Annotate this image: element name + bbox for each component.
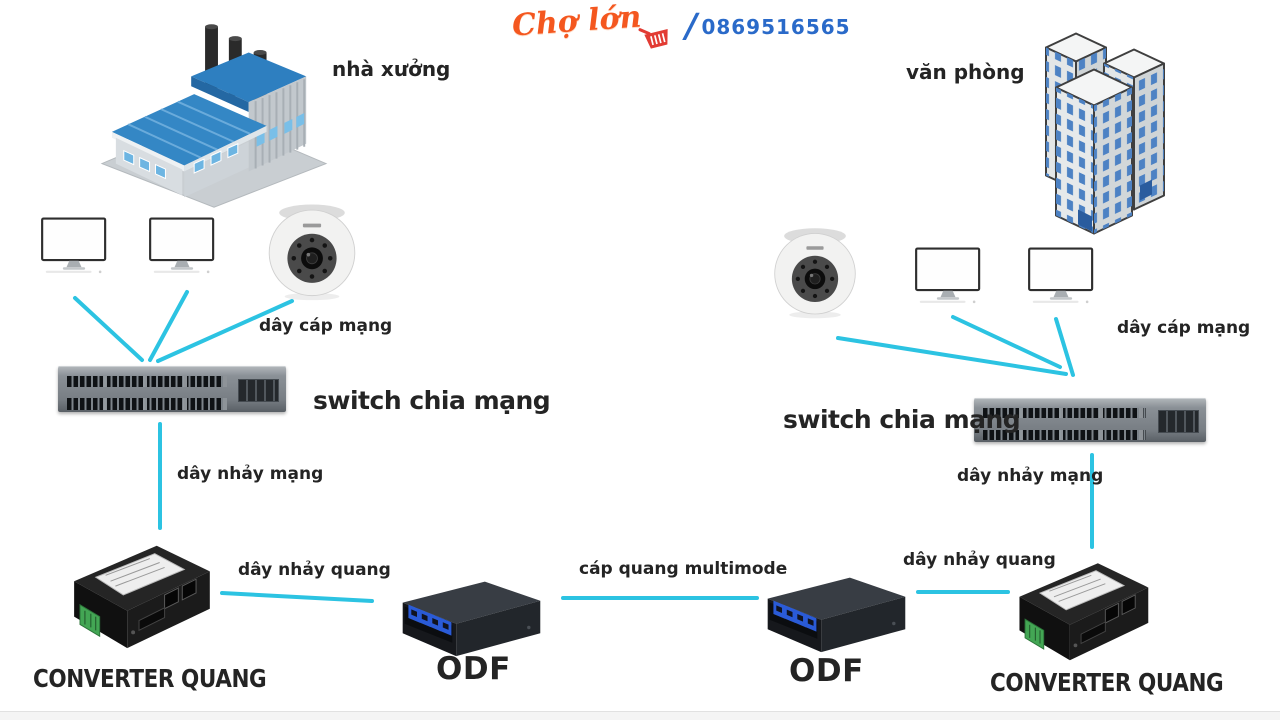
label-converter-left: CONVERTER QUANG: [33, 664, 267, 693]
monitor-screen: [915, 247, 981, 292]
phone-number: 0869516565: [701, 15, 851, 39]
wire-camera-switch-right: [836, 336, 1068, 376]
factory-roofband: [191, 52, 307, 103]
odf-front: [456, 600, 541, 657]
switch-ports: [67, 376, 227, 410]
label-patch-cord-left: dây nhảy mạng: [177, 464, 324, 484]
label-odf-right: ODF: [789, 653, 864, 689]
mouse: [1085, 300, 1089, 304]
converter-label-sticker: [94, 553, 186, 596]
wire-converter-odf-left: [220, 591, 374, 603]
pc-monitor-factory-2: [148, 210, 216, 280]
keyboard: [153, 270, 200, 273]
factory-illustration: [100, 16, 328, 212]
rj45-port: [181, 578, 197, 601]
label-switch-left: switch chia mạng: [313, 386, 551, 415]
monitor-screen: [1028, 247, 1094, 292]
switch-factory: [58, 366, 286, 412]
office-tower-front: [1055, 68, 1133, 235]
switch-office: [974, 398, 1206, 442]
converter-factory: [66, 534, 214, 652]
odf-front: [821, 596, 906, 653]
label-network-cable-left: dây cáp mạng: [259, 316, 393, 336]
label-fiber-jumper-left: dây nhảy quang: [238, 560, 391, 580]
camera-brand: [302, 223, 322, 228]
label-patch-cord-right: dây nhảy mạng: [957, 466, 1104, 486]
converter-side: [74, 581, 128, 649]
wire-pc1-switch-right: [951, 315, 1062, 369]
pc-monitor-office-2: [1027, 240, 1095, 310]
brand-logo-text: Chợ lớn: [510, 0, 643, 44]
switch-ports: [983, 407, 1146, 441]
wire-pc1-switch-left: [73, 296, 144, 362]
keyboard: [919, 300, 966, 303]
converter-label-sticker: [1038, 570, 1126, 611]
mouse: [206, 270, 210, 274]
odf-top: [402, 581, 541, 624]
pc-monitor-office-1: [914, 240, 982, 310]
label-fiber-jumper-right: dây nhảy quang: [903, 550, 1056, 570]
label-network-cable-right: dây cáp mạng: [1117, 318, 1251, 338]
converter-office: [1006, 552, 1158, 664]
label-multimode-fiber: cáp quang multimode: [579, 559, 788, 579]
switch-uplink-ports: [1157, 410, 1200, 433]
shopping-basket-icon: [638, 28, 669, 49]
wire-pc2-switch-right: [1054, 317, 1075, 377]
odf-office: [760, 570, 912, 656]
switch-uplink-ports: [238, 378, 280, 403]
sc-fiber-adapters: [773, 600, 817, 632]
converter-side: [1019, 596, 1070, 661]
separator-slash: /: [685, 6, 698, 45]
factory-roof: [111, 94, 267, 166]
label-factory: nhà xưởng: [332, 57, 451, 81]
rj45-port: [1121, 594, 1136, 616]
rj45-port: [164, 587, 179, 610]
sc-fiber-adapters: [408, 604, 452, 636]
label-switch-right: switch chia mạng: [783, 405, 1021, 434]
monitor-screen: [41, 217, 107, 262]
fiber-port: [138, 606, 166, 632]
mouse: [972, 300, 976, 304]
ir-leds: [291, 237, 333, 279]
dome-camera-office: [772, 224, 858, 320]
header: Chợ lớn / 0869516565: [511, 0, 851, 52]
label-converter-right: CONVERTER QUANG: [990, 668, 1224, 697]
mouse: [98, 270, 102, 274]
camera-brand: [806, 246, 824, 250]
label-office: văn phòng: [906, 60, 1025, 84]
rj45-port: [1104, 602, 1119, 624]
odf-factory: [396, 574, 546, 660]
wire-pc2-switch-left: [148, 290, 189, 362]
keyboard: [1032, 300, 1079, 303]
dome-camera-factory: [266, 200, 358, 302]
ir-leds: [795, 259, 835, 299]
label-odf-left: ODF: [436, 651, 511, 687]
bottom-strip: [0, 711, 1280, 720]
fiber-port: [1080, 621, 1106, 645]
keyboard: [45, 270, 92, 273]
pc-monitor-factory-1: [40, 210, 108, 280]
monitor-screen: [149, 217, 215, 262]
odf-top: [767, 577, 906, 620]
office-buildings-illustration: [1028, 16, 1168, 244]
